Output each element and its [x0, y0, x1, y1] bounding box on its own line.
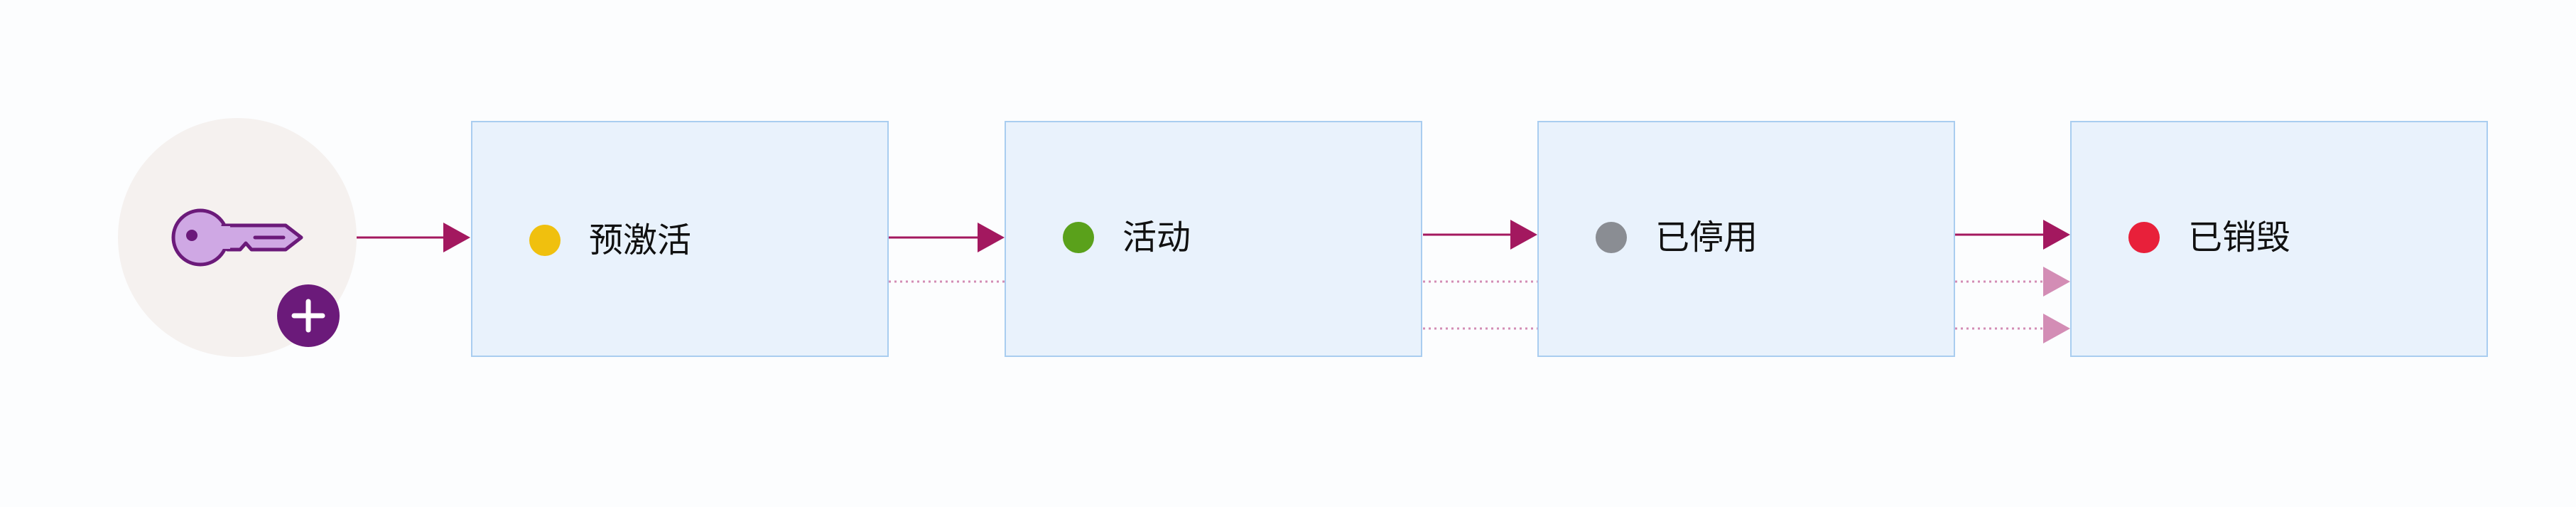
state-box-active: 活动 [1005, 121, 1422, 357]
status-dot-deactivated [1596, 222, 1627, 253]
state-label-destroyed: 已销毁 [2188, 218, 2291, 257]
arrow-active-to-deactivated [1423, 220, 1537, 250]
state-label-active: 活动 [1122, 218, 1191, 257]
dotted-arrow-deactivated-to-destroyed-2 [1955, 314, 2070, 343]
state-box-destroyed: 已销毁 [2070, 121, 2488, 357]
status-dot-destroyed [2128, 222, 2160, 253]
arrow-preactive-to-active [889, 223, 1005, 252]
state-box-deactivated: 已停用 [1537, 121, 1955, 357]
dotted-arrow-deactivated-to-destroyed-1 [1955, 267, 2070, 297]
state-label-preactive: 预激活 [589, 220, 692, 260]
key-icon [171, 208, 303, 267]
state-box-preactive: 预激活 [471, 121, 889, 357]
state-label-deactivated: 已停用 [1655, 218, 1758, 257]
arrow-deactivated-to-destroyed [1955, 220, 2070, 250]
arrow-create-to-preactive [357, 223, 470, 252]
status-dot-preactive [529, 225, 561, 256]
add-icon [277, 284, 340, 347]
status-dot-active [1063, 222, 1094, 253]
